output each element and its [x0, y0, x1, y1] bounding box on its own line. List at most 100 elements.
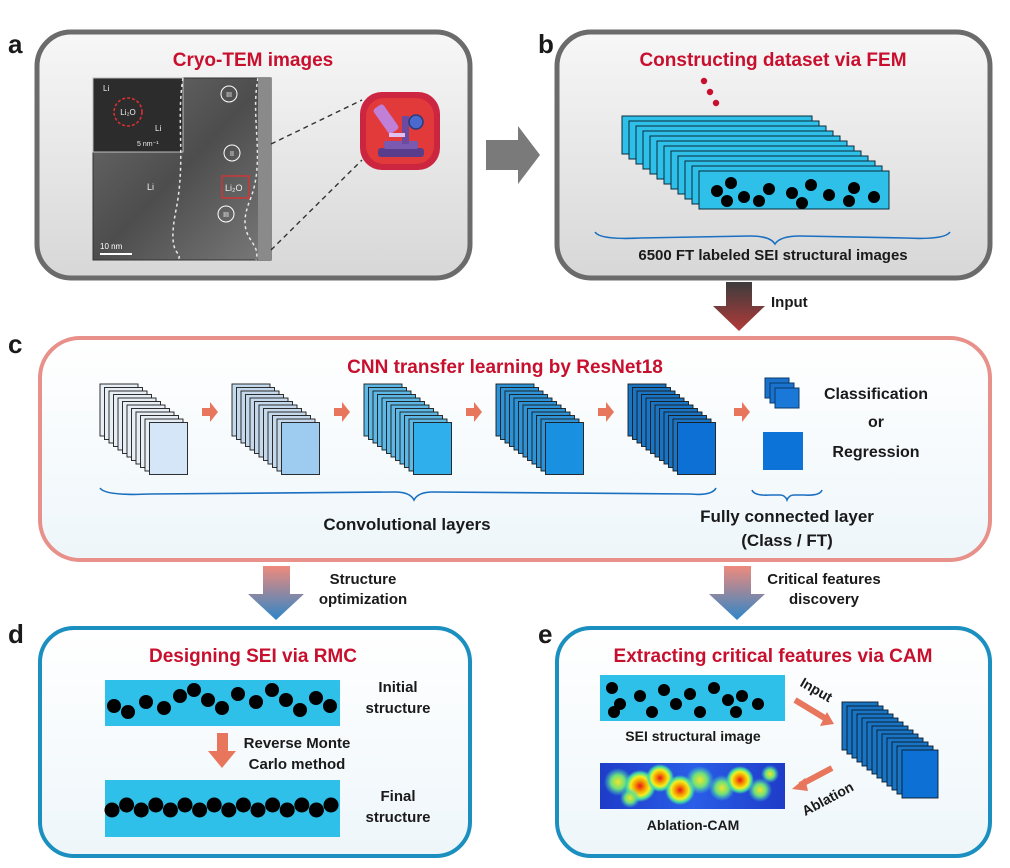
fc-small-stack [764, 377, 800, 409]
particle [173, 689, 187, 703]
particle [670, 698, 682, 710]
arrow-input-e [793, 697, 830, 723]
particle [121, 705, 135, 719]
connector-right-2: discovery [789, 591, 860, 608]
final-particles [104, 797, 339, 818]
ellipsis-dot [700, 77, 708, 85]
particle [250, 802, 266, 818]
particle [738, 191, 750, 203]
panel-e-title: Extracting critical features via CAM [614, 646, 933, 667]
panel-b-title: Constructing dataset via FEM [639, 50, 906, 71]
particle [293, 703, 307, 717]
panel-c: c CNN transfer learning by ResNet18 Clas… [8, 329, 992, 562]
arrow-critical-features [709, 566, 765, 620]
method-label-2: Carlo method [249, 756, 346, 773]
arrow-input [713, 282, 765, 331]
particle [279, 802, 295, 818]
particle [796, 197, 808, 209]
particle [763, 183, 775, 195]
tem-label: Li₂O [120, 108, 136, 117]
cnn-layers [99, 383, 750, 475]
heat-spot [686, 766, 714, 794]
particle [235, 797, 251, 813]
particle [323, 797, 339, 813]
particle [608, 706, 620, 718]
particle [119, 797, 135, 813]
final-label-2: structure [365, 809, 430, 826]
particle [722, 694, 734, 706]
panel-e: e Extracting critical features via CAM S… [538, 619, 992, 858]
particle [730, 706, 742, 718]
particle [308, 802, 324, 818]
particle [805, 179, 817, 191]
initial-label: Initial [378, 679, 417, 696]
particle [157, 701, 171, 715]
interface-line-2 [244, 77, 259, 261]
connector-right-1: Critical features [767, 571, 880, 588]
li2o-box [221, 175, 250, 199]
ellipsis-dot [712, 99, 720, 107]
li2o-ring [113, 97, 143, 127]
panel-b-letter: b [538, 29, 554, 59]
particle [162, 802, 178, 818]
particle [139, 695, 153, 709]
particle [323, 699, 337, 713]
arrow-structure-optimization [248, 566, 304, 620]
particle [231, 687, 245, 701]
dataset-caption: 6500 FT labeled SEI structural images [638, 247, 907, 264]
heat-spot [748, 778, 772, 802]
particle [634, 690, 646, 702]
particle [606, 682, 618, 694]
connector-left-2: optimization [319, 591, 407, 608]
output-or: or [868, 414, 884, 431]
particle [279, 693, 293, 707]
initial-label-2: structure [365, 700, 430, 717]
output-classification: Classification [824, 386, 928, 403]
tem-label: III [223, 212, 229, 219]
particle [249, 695, 263, 709]
particle [187, 683, 201, 697]
panel-a: a Cryo-TEM images Li Li₂O Li 5 nm⁻¹ Li L… [8, 29, 473, 281]
fft-inset [92, 77, 184, 153]
arrow-rmc [208, 733, 236, 768]
final-label: Final [380, 788, 415, 805]
panel-a-letter: a [8, 29, 23, 59]
layer-arrow [598, 402, 614, 422]
microscope-icon [360, 92, 440, 170]
particle [192, 802, 208, 818]
dataset-brace [594, 231, 951, 246]
initial-particles [107, 683, 337, 719]
zoom-line [270, 99, 363, 145]
heat-spot [726, 766, 754, 794]
tem-label: III [226, 92, 232, 99]
particle [206, 797, 222, 813]
sei-image-stack [621, 115, 890, 210]
zoom-line [270, 159, 363, 251]
tem-label: 5 nm⁻¹ [137, 141, 159, 148]
feature-map [413, 422, 452, 475]
particle [215, 701, 229, 715]
particle [694, 706, 706, 718]
feature-map [545, 422, 584, 475]
sei-caption: SEI structural image [625, 728, 761, 744]
particle [646, 706, 658, 718]
tem-label: Li [147, 182, 154, 192]
tem-image: Li Li₂O Li 5 nm⁻¹ Li Li₂O III II III 10 … [92, 77, 272, 261]
scale-label: 10 nm [100, 242, 123, 251]
feature-map [281, 422, 320, 475]
panel-d-letter: d [8, 619, 24, 649]
conv-label: Convolutional layers [323, 515, 490, 534]
layer-arrow [734, 402, 750, 422]
particle [736, 690, 748, 702]
fc-regression-block [763, 432, 803, 470]
panel-c-letter: c [8, 329, 22, 359]
particle [721, 195, 733, 207]
panel-b: b Constructing dataset via FEM 6500 FT l… [538, 29, 993, 281]
particle [823, 189, 835, 201]
particle [221, 802, 237, 818]
particle [711, 185, 723, 197]
connector-left-1: Structure [330, 571, 397, 588]
cnn-stack-small [841, 701, 939, 799]
